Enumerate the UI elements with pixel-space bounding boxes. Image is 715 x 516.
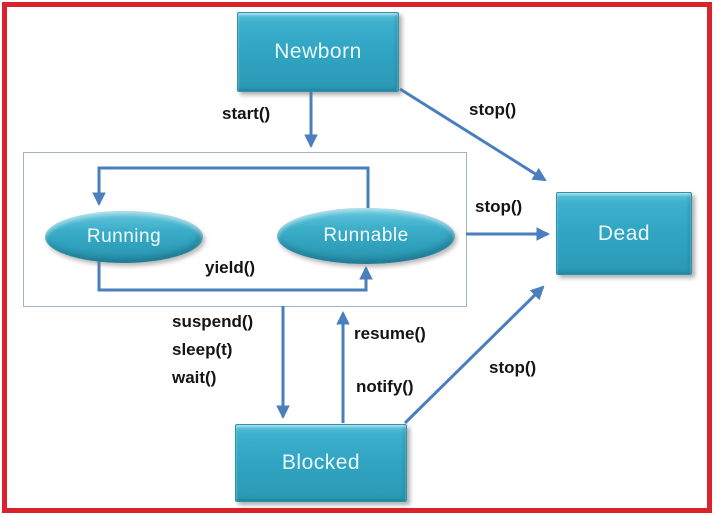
label-stop-blocked: stop()	[489, 358, 537, 377]
state-runnable: Runnable	[277, 208, 455, 264]
state-blocked: Blocked	[235, 424, 407, 502]
state-running: Running	[45, 211, 203, 263]
state-dead-label: Dead	[597, 221, 651, 245]
state-runnable-label: Runnable	[323, 225, 409, 246]
label-wait: wait()	[172, 368, 217, 387]
state-dead: Dead	[556, 192, 692, 275]
label-stop-newborn: stop()	[469, 100, 517, 119]
state-newborn: Newborn	[237, 12, 399, 92]
label-sleep: sleep(t)	[172, 340, 233, 359]
state-blocked-label: Blocked	[281, 451, 361, 474]
label-notify: notify()	[356, 377, 414, 396]
label-suspend: suspend()	[172, 312, 254, 331]
label-resume: resume()	[354, 324, 426, 343]
label-yield: yield()	[205, 258, 256, 277]
label-stop-runnable: stop()	[475, 197, 523, 216]
state-running-label: Running	[86, 226, 162, 247]
label-start: start()	[222, 104, 271, 123]
state-newborn-label: Newborn	[274, 40, 362, 63]
active-state-container-box	[23, 152, 467, 307]
